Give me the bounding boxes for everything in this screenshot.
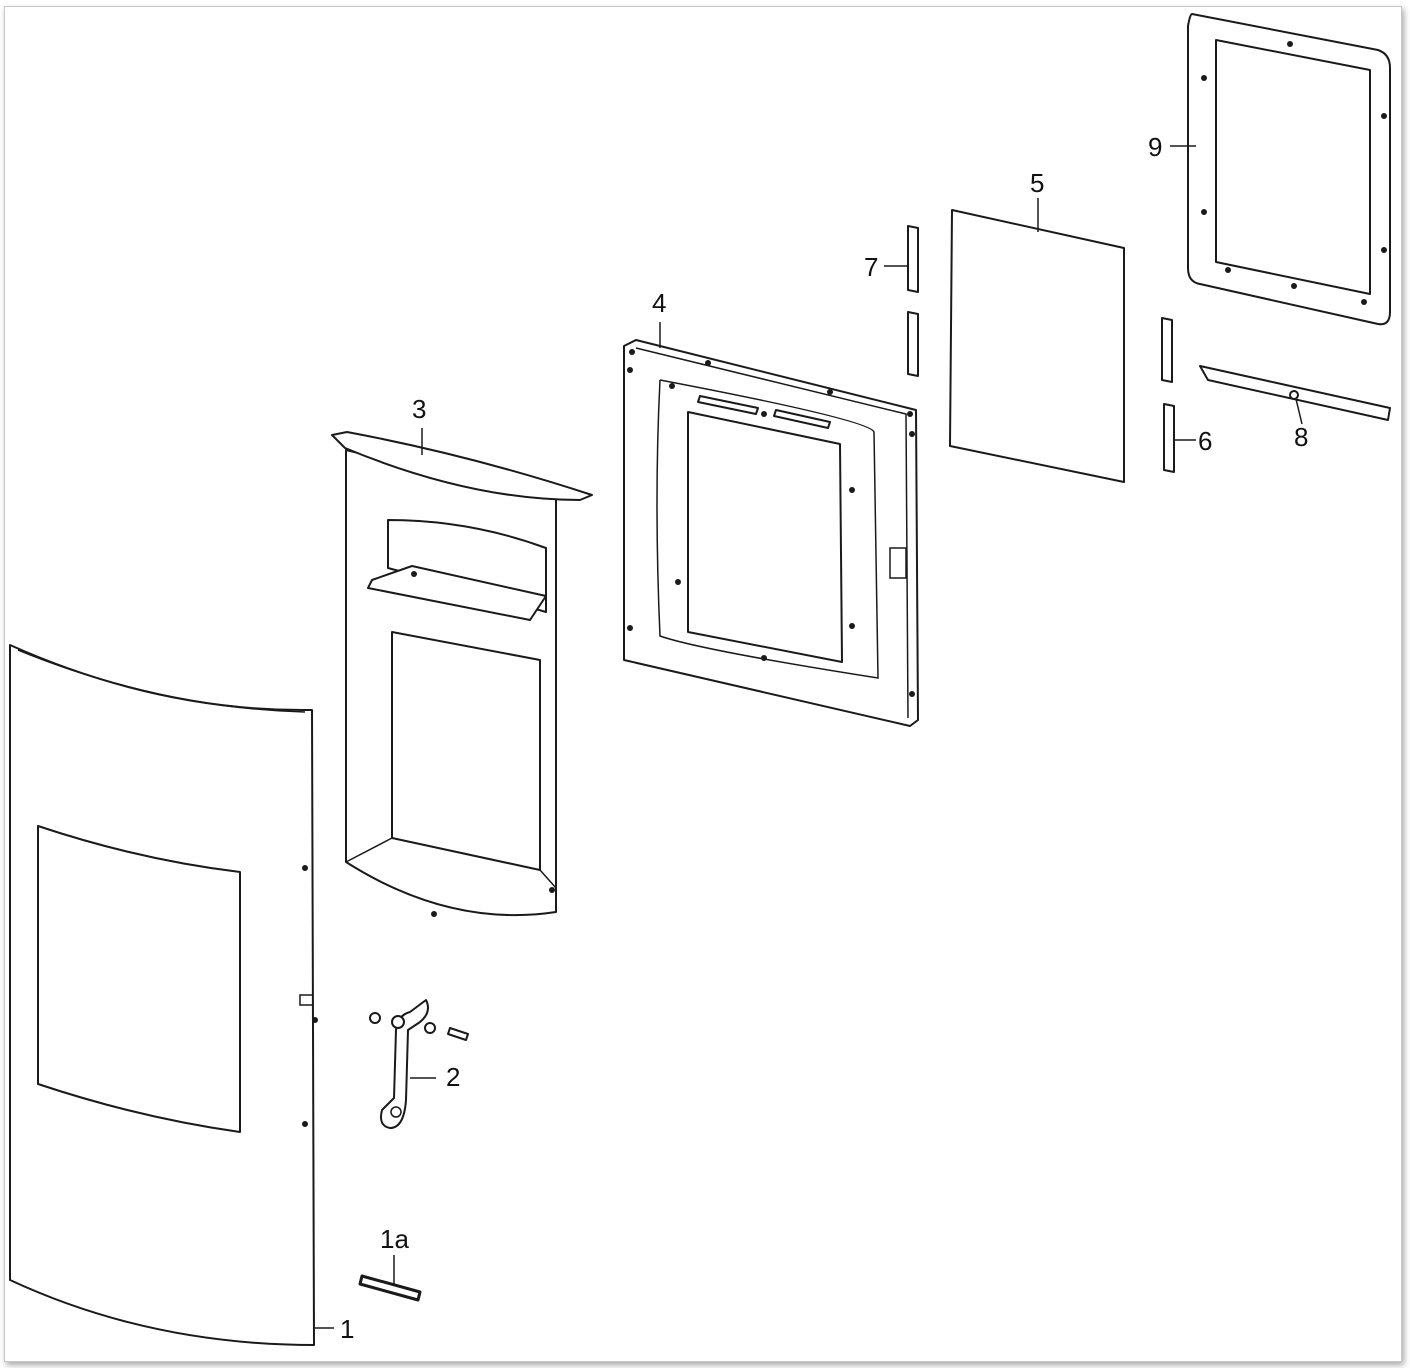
label-part-6: 6 [1198,426,1212,456]
label-part-1a: 1a [380,1224,409,1254]
part-labels: 1 1a 2 3 4 5 6 7 8 9 [340,132,1308,1344]
part-1a-strip [358,1255,422,1302]
part-9-outer-frame [1170,13,1391,326]
label-part-3: 3 [412,394,426,424]
label-part-2: 2 [446,1062,460,1092]
label-part-1: 1 [340,1314,354,1344]
part-2-latch-bracket [369,999,469,1129]
label-part-7: 7 [864,252,878,282]
part-4-door-frame [623,322,919,727]
part-8-bottom-rail [1199,365,1391,425]
label-part-5: 5 [1030,168,1044,198]
part-5-glass-panel [949,198,1125,483]
part-3-inner-frame [331,428,593,917]
part-1-front-panel [9,644,334,1346]
part-6-gasket-strips [1161,317,1196,473]
label-part-8: 8 [1294,422,1308,452]
label-part-9: 9 [1148,132,1162,162]
part-7-gasket-strips [884,225,919,377]
label-part-4: 4 [652,288,666,318]
